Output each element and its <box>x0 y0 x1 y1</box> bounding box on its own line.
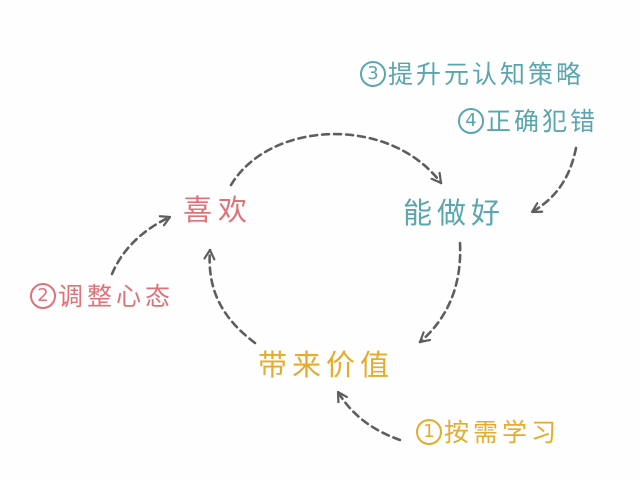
intervention-3: 3 提升元认知策略 <box>360 61 584 87</box>
node-like: 喜欢 <box>183 196 253 225</box>
node-do-well: 能做好 <box>403 199 505 228</box>
intervention-2-label: 调整心态 <box>58 281 175 311</box>
circled-number-3: 3 <box>360 61 386 87</box>
node-like-label: 喜欢 <box>183 193 254 227</box>
intervention-3-label: 提升元认知策略 <box>388 59 585 89</box>
circled-number-4: 4 <box>458 108 484 134</box>
arrow-learn-on-demand-to-bring-value <box>336 390 402 442</box>
intervention-4: 4 正确犯错 <box>458 108 598 134</box>
node-do-well-label: 能做好 <box>403 196 506 230</box>
arrow-like-to-do-well <box>229 132 443 187</box>
intervention-2: 2 调整心态 <box>30 283 174 309</box>
arrow-adjust-mindset-to-like <box>110 217 172 276</box>
arrow-do-well-to-bring-value <box>418 241 462 344</box>
circled-number-2: 2 <box>30 283 56 309</box>
intervention-1-label: 按需学习 <box>444 417 561 447</box>
arrow-bring-value-to-like <box>210 248 257 345</box>
node-bring-value-label: 带来价值 <box>258 348 395 382</box>
arrow-metacognition-to-do-well <box>530 146 578 214</box>
circled-number-1: 1 <box>416 419 442 445</box>
intervention-1: 1 按需学习 <box>416 419 560 445</box>
node-bring-value: 带来价值 <box>258 351 394 380</box>
intervention-4-label: 正确犯错 <box>486 106 599 136</box>
